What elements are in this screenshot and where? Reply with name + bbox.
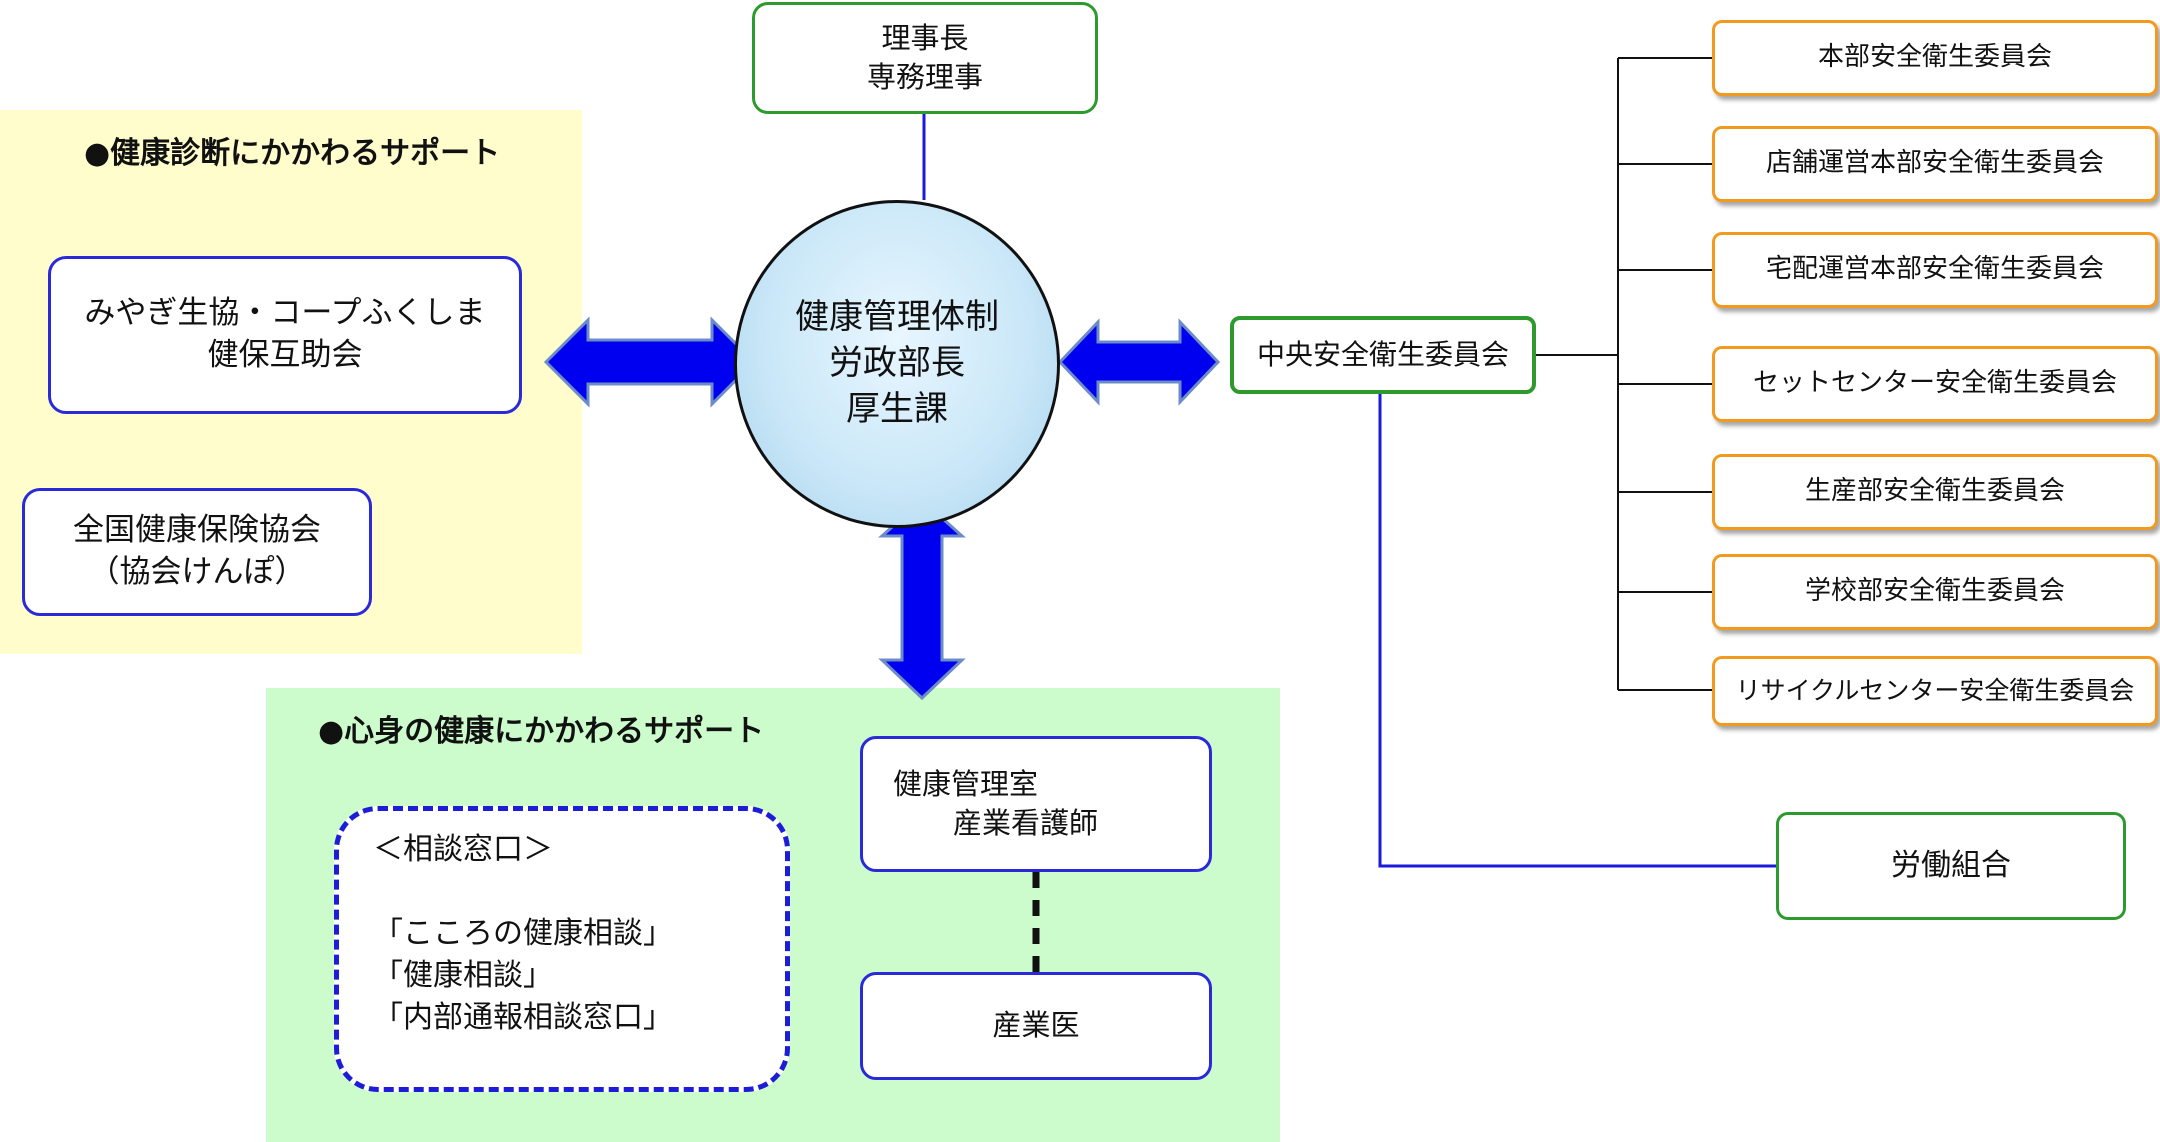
committee-label-0: 本部安全衛生委員会 — [1817, 42, 2052, 73]
committee-label-2: 宅配運営本部安全衛生委員会 — [1765, 254, 2104, 285]
consultation-health: 「健康相談」 — [373, 958, 553, 993]
industrial-doctor-label: 産業医 — [992, 1008, 1080, 1043]
industrial-doctor-box: 産業医 — [860, 972, 1212, 1080]
health-management-center: 健康管理体制 労政部長 厚生課 — [734, 200, 1060, 528]
labor-union-label: 労働組合 — [1891, 847, 2011, 883]
labor-union-box: 労働組合 — [1776, 812, 2126, 920]
health-office-line-2: 産業看護師 — [953, 806, 1099, 840]
center-line-1: 健康管理体制 — [795, 297, 999, 338]
miyagi-coop-box: みやぎ生協・コープふくしま 健保互助会 — [48, 256, 522, 414]
committee-box-6: リサイクルセンター安全衛生委員会 — [1712, 656, 2158, 726]
committee-box-4: 生産部安全衛生委員会 — [1712, 454, 2158, 530]
committee-label-1: 店舗運営本部安全衛生委員会 — [1765, 148, 2104, 179]
chairman-box: 理事長 専務理事 — [752, 2, 1098, 114]
kyokai-line-1: 全国健康保険協会 — [73, 512, 321, 549]
consultation-title: ＜相談窓口＞ — [373, 832, 553, 867]
central-committee-label: 中央安全衛生委員会 — [1256, 338, 1509, 372]
chairman-line-2: 専務理事 — [866, 60, 983, 94]
health-office-line-1: 健康管理室 — [893, 766, 1039, 801]
consultation-spacer — [373, 871, 785, 913]
center-line-2: 労政部長 — [829, 343, 965, 384]
mental-health-support-heading: ●心身の健康にかかわるサポート — [318, 714, 765, 749]
committee-box-1: 店舗運営本部安全衛生委員会 — [1712, 126, 2158, 202]
health-office-box: 健康管理室 産業看護師 — [860, 736, 1212, 872]
committee-label-3: セットセンター安全衛生委員会 — [1752, 368, 2117, 399]
committee-label-4: 生産部安全衛生委員会 — [1804, 476, 2065, 507]
committee-label-6: リサイクルセンター安全衛生委員会 — [1735, 676, 2135, 706]
kyokai-kenpo-box: 全国健康保険協会 （協会けんぽ） — [22, 488, 372, 616]
double-arrow-left — [543, 316, 757, 408]
double-arrow-right — [1057, 318, 1221, 406]
committee-box-0: 本部安全衛生委員会 — [1712, 20, 2158, 96]
kyokai-line-2: （協会けんぽ） — [88, 554, 306, 590]
committee-box-5: 学校部安全衛生委員会 — [1712, 554, 2158, 630]
health-check-support-heading: ●健康診断にかかわるサポート — [84, 136, 501, 171]
committee-label-5: 学校部安全衛生委員会 — [1804, 576, 2065, 607]
connector-central-to-union — [1378, 394, 1776, 868]
miyagi-line-2: 健保互助会 — [207, 337, 363, 373]
center-line-3: 厚生課 — [846, 388, 948, 429]
miyagi-line-1: みやぎ生協・コープふくしま — [84, 295, 486, 332]
committee-box-2: 宅配運営本部安全衛生委員会 — [1712, 232, 2158, 308]
committee-box-3: セットセンター安全衛生委員会 — [1712, 346, 2158, 422]
consultation-window-box: ＜相談窓口＞ 「こころの健康相談」 「健康相談」 「内部通報相談窓口」 — [334, 806, 790, 1092]
double-arrow-down — [878, 497, 966, 701]
chairman-line-1: 理事長 — [881, 20, 969, 55]
consultation-whistleblower: 「内部通報相談窓口」 — [373, 1000, 673, 1035]
central-safety-committee-box: 中央安全衛生委員会 — [1230, 316, 1536, 394]
consultation-mental: 「こころの健康相談」 — [373, 916, 673, 951]
